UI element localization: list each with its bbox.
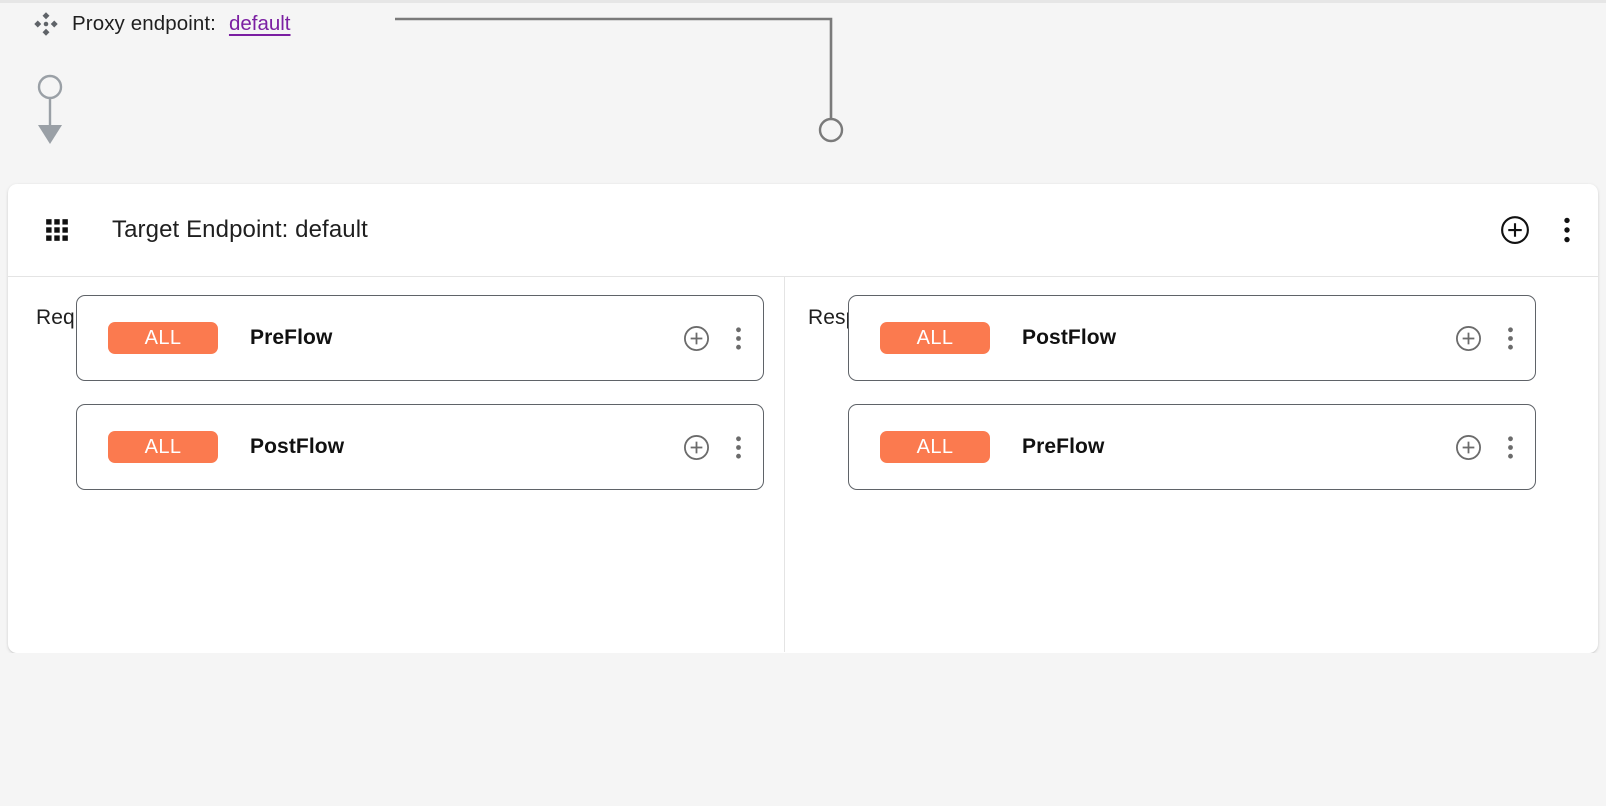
flow-card-response-postflow[interactable]: ALL PostFlow [848,295,1536,381]
top-edge-divider [0,0,1606,3]
page-title: Target Endpoint: default [112,216,368,243]
grid-apps-icon [46,219,68,241]
kebab-menu-icon [736,435,741,459]
proxy-endpoint-row: Proxy endpoint: default [33,8,291,40]
kebab-menu-icon [1508,435,1513,459]
status-badge: ALL [880,322,990,354]
plus-circle-icon [1456,325,1481,351]
proxy-diamond-icon [34,12,58,36]
flow-card-actions [1455,434,1513,461]
flow-card-request-postflow[interactable]: ALL PostFlow [76,404,764,490]
status-badge: ALL [880,431,990,463]
response-flow-list: ALL PostFlow [848,295,1536,513]
flow-more-options-button[interactable] [736,326,741,350]
flow-columns: Request ALL PreFlow [8,277,1598,652]
plus-circle-icon [684,434,709,460]
kebab-menu-icon [1508,326,1513,350]
flow-card-response-preflow[interactable]: ALL PreFlow [848,404,1536,490]
flow-card-actions [1455,325,1513,352]
flow-name: PostFlow [250,435,345,458]
add-step-button[interactable] [683,434,710,461]
proxy-endpoint-strip: Proxy endpoint: default [0,0,1606,184]
add-step-button[interactable] [683,325,710,352]
plus-circle-icon [684,325,709,351]
kebab-menu-icon [1564,217,1570,243]
request-column: Request ALL PreFlow [8,277,785,652]
flow-more-options-button[interactable] [1508,435,1513,459]
kebab-menu-icon [736,326,741,350]
status-badge: ALL [108,431,218,463]
flow-more-options-button[interactable] [1508,326,1513,350]
response-column: Response ALL PostFlow [785,277,1598,652]
panel-header-actions [1500,215,1570,245]
plus-circle-icon [1456,434,1481,460]
flow-card-request-preflow[interactable]: ALL PreFlow [76,295,764,381]
flow-name: PreFlow [250,326,333,349]
target-endpoint-panel: Target Endpoint: default [8,184,1598,653]
more-options-button[interactable] [1564,217,1570,243]
add-step-button[interactable] [1455,434,1482,461]
add-step-button[interactable] [1455,325,1482,352]
plus-circle-icon [1501,216,1529,244]
flow-card-actions [683,325,741,352]
proxy-endpoint-link[interactable]: default [228,12,291,35]
flow-name: PostFlow [1022,326,1117,349]
add-button[interactable] [1500,215,1530,245]
flow-more-options-button[interactable] [736,435,741,459]
backend-service-strip: Backend service [0,653,1606,806]
flow-card-actions [683,434,741,461]
status-badge: ALL [108,322,218,354]
target-endpoint-header: Target Endpoint: default [8,184,1598,277]
request-flow-list: ALL PreFlow [76,295,764,513]
proxy-endpoint-label: Proxy endpoint: [72,12,216,35]
flow-name: PreFlow [1022,435,1105,458]
